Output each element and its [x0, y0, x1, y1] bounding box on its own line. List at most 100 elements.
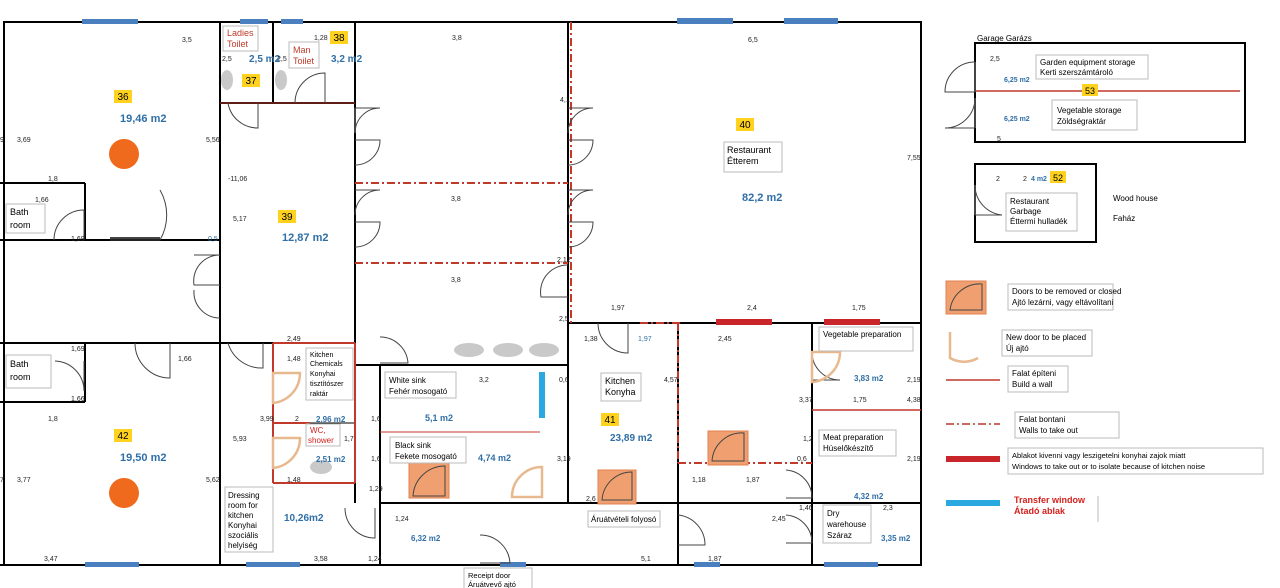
dressing-label-4: Konyhai — [228, 521, 257, 530]
dim-label: 3,5 — [182, 37, 192, 44]
noise-windows — [716, 319, 880, 325]
garden-area: 6,25 m2 — [1004, 77, 1030, 84]
fixtures — [109, 70, 559, 508]
wc-area: 2,51 m2 — [316, 455, 346, 464]
room-38-name-1: Man — [293, 45, 311, 55]
dry-label-1: Dry — [827, 509, 839, 518]
dim-label: 1,48 — [287, 477, 301, 484]
room-36-number: 36 — [117, 92, 129, 103]
dim-label: 2,5 — [277, 56, 287, 63]
dim-label: 3,8 — [451, 196, 461, 203]
legend-4-text-2: Walls to take out — [1019, 426, 1079, 435]
dim-label: 7 — [0, 477, 4, 484]
door-remove-icon — [945, 280, 987, 315]
dim-label: 3,99 — [260, 416, 274, 423]
dim-label: 7,55 — [907, 155, 921, 162]
dressing-label-5: szociális — [228, 531, 258, 540]
dim-label: 4,38 — [907, 397, 921, 404]
white-sink-area: 5,1 m2 — [425, 413, 453, 423]
new-door-icon — [948, 332, 979, 363]
windows — [82, 18, 878, 567]
wc-label-2: shower — [308, 436, 334, 445]
room-42-number: 42 — [117, 431, 129, 442]
legend-3-text-1: Falat építeni — [1012, 369, 1056, 378]
dim-label: 6,5 — [748, 37, 758, 44]
room-labels: 36 19,46 m2 37 2,5 m2 Ladies Toilet 38 3… — [117, 28, 782, 464]
dim-label: 2,6 — [586, 496, 596, 503]
room-38-number: 38 — [333, 33, 345, 44]
dim-label: -11,06 — [228, 176, 247, 183]
dim-label: 1,66 — [35, 197, 49, 204]
room-39-area: 12,87 m2 — [282, 232, 328, 244]
black-sink-area: 4,74 m2 — [478, 453, 511, 463]
white-sink-label-1: White sink — [389, 376, 427, 385]
dim-label: 2,5 — [990, 56, 1000, 63]
dimension-labels: 3,5 2,5 1,28 2,5 3,8 6,5 3,69 5,56 4,1 7… — [0, 35, 1027, 563]
dry-label-3: Száraz — [827, 531, 852, 540]
dim-label: 5,93 — [233, 436, 247, 443]
room-41-name-2: Konyha — [605, 387, 636, 397]
dim-label: 3,47 — [44, 556, 58, 563]
veg-storage-label-2: Zöldségraktár — [1057, 117, 1106, 126]
doors-to-remove — [408, 430, 749, 505]
veg-prep-area: 3,83 m2 — [854, 374, 884, 383]
dim-label: 1,2 — [803, 436, 813, 443]
dim-label: 5 — [997, 136, 1001, 143]
dim-label: 9 — [0, 137, 4, 144]
dim-label: 1,48 — [287, 356, 301, 363]
dressing-area: 10,26m2 — [284, 513, 324, 524]
dim-label: 1,6 — [371, 456, 381, 463]
dim-label: 1,97 — [638, 336, 652, 343]
dim-label: 1,87 — [708, 556, 722, 563]
dim-label: 2,19 — [907, 377, 921, 384]
meat-prep-label-1: Meat preparation — [823, 433, 883, 442]
dim-label: 5,62 — [206, 477, 220, 484]
legend-6-text-2: Átadó ablak — [1014, 506, 1066, 516]
dim-label: 1,6 — [371, 416, 381, 423]
dim-label: 1,66 — [71, 396, 85, 403]
room-40-name-2: Étterem — [727, 156, 759, 166]
dressing-label-6: helyiség — [228, 541, 257, 550]
dim-label: 2,3 — [883, 505, 893, 512]
bath-1-label-2: room — [10, 220, 31, 230]
dim-label: 1,87 — [746, 477, 760, 484]
dim-label: 0,6 — [797, 456, 807, 463]
corridor-label: Áruátvételi folyosó — [591, 515, 657, 524]
label-boxes — [5, 25, 914, 588]
dim-label: 3,69 — [17, 137, 31, 144]
transfer-window — [539, 372, 545, 418]
chem-label-2: Chemicals — [310, 361, 343, 368]
legend-text: Doors to be removed or closed Ajtó lezár… — [1006, 287, 1205, 516]
black-sink-label-1: Black sink — [395, 441, 432, 450]
chem-label-4: tisztítószer — [310, 381, 344, 388]
dim-label: 1,69 — [71, 346, 85, 353]
garbage-label-2: Garbage — [1010, 207, 1042, 216]
dim-label: 1,66 — [178, 356, 192, 363]
room-40-number: 40 — [739, 120, 751, 131]
chem-label-5: raktár — [310, 391, 329, 398]
dim-label: 1,8 — [48, 416, 58, 423]
wood-house-label-2: Faház — [1113, 214, 1135, 223]
dressing-label-1: Dressing — [228, 491, 260, 500]
room-37-area: 2,5 m2 — [249, 54, 281, 65]
dim-label: 5,1 — [641, 556, 651, 563]
garage-building — [944, 42, 1246, 243]
dim-label: 4,57 — [664, 377, 678, 384]
doors — [53, 72, 841, 564]
dim-label: 2 — [1023, 176, 1027, 183]
dim-label: 2 — [295, 416, 299, 423]
room-40-name-1: Restaurant — [727, 145, 772, 155]
dim-label: 2 — [996, 176, 1000, 183]
dim-label: 5,17 — [233, 216, 247, 223]
chem-label-3: Konyhai — [310, 371, 336, 378]
receipt-door-label-2: Áruátvevő ajtó — [468, 580, 516, 588]
meat-prep-area: 4,32 m2 — [854, 492, 884, 501]
new-doors — [271, 350, 842, 499]
room-41-number: 41 — [604, 415, 616, 426]
dim-label: 1,24 — [395, 516, 409, 523]
room-37-number: 37 — [245, 76, 257, 87]
dim-label: 3,58 — [314, 556, 328, 563]
dim-label: 2,49 — [287, 336, 301, 343]
garden-label-2: Kerti szerszámtároló — [1040, 68, 1113, 77]
